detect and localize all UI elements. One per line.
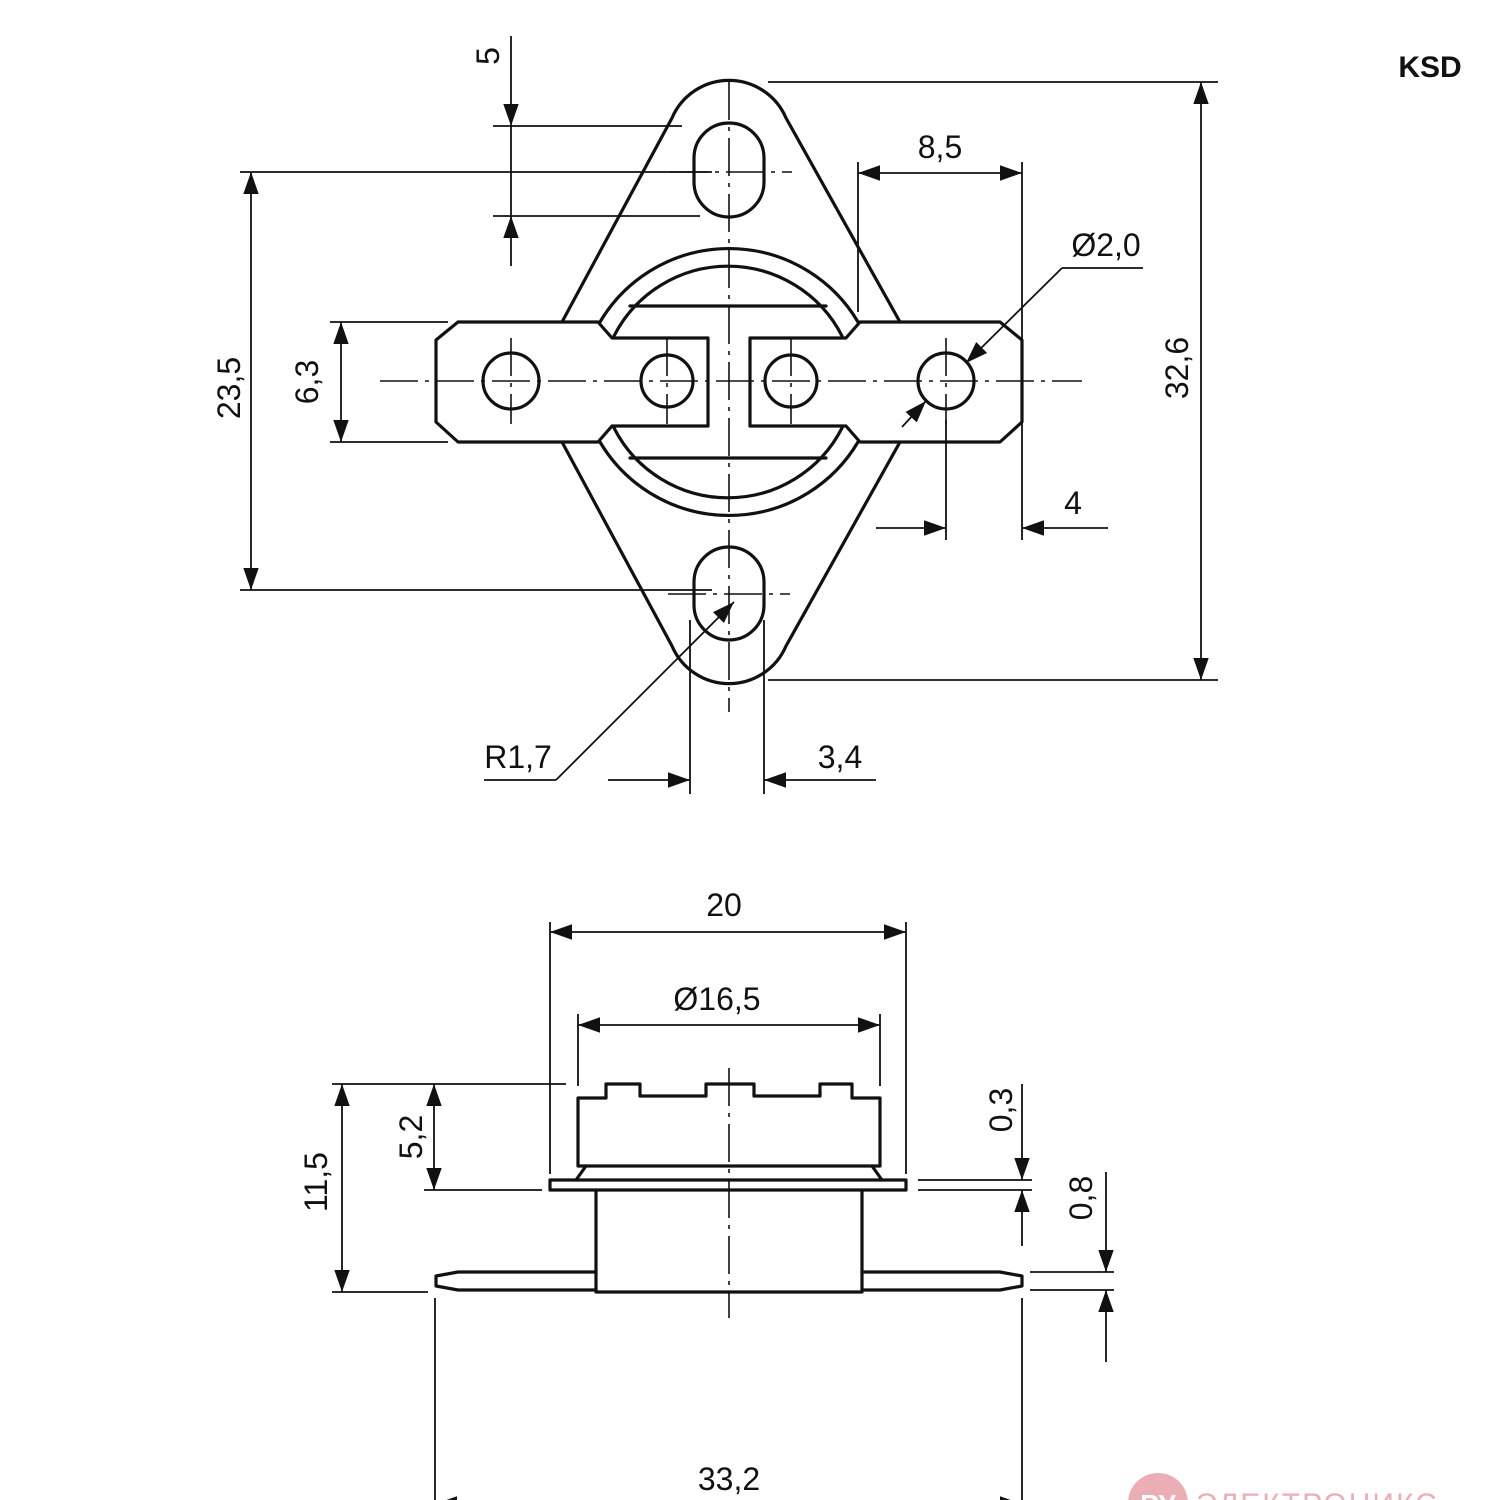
watermark-logo-circle (1128, 1473, 1188, 1500)
dim-3-4-label: 3,4 (818, 739, 862, 775)
thermostat-cap (576, 1082, 882, 1168)
mounting-flange-outline (560, 78, 902, 686)
dim-32-6-label: 32,6 (1159, 337, 1195, 399)
watermark: РУ ЭЛЕКТРОНИКС (1128, 1473, 1439, 1500)
dome-inner-arc-bottom (612, 426, 844, 500)
dim-diameter-2-0-label: Ø2,0 (1071, 227, 1140, 263)
dome-outer-arc-bottom (598, 440, 860, 517)
left-terminal (434, 320, 710, 444)
dim-6-3-label: 6,3 (289, 360, 325, 404)
dim-11-5-label: 11,5 (298, 1152, 334, 1212)
top-view (380, 78, 1082, 712)
dome-inner-arc-top (612, 264, 844, 338)
dim-20-label: 20 (706, 887, 742, 923)
flange-plate (548, 1178, 908, 1192)
side-view-dimensions: 20 Ø16,5 11,5 5,2 0,3 0,8 (298, 887, 1114, 1500)
dim-0-3-label: 0,3 (983, 1088, 1019, 1132)
dome-outer-arc-top (598, 247, 860, 324)
watermark-text: ЭЛЕКТРОНИКС (1196, 1488, 1439, 1500)
side-right-terminal (860, 1270, 1024, 1292)
dim-diameter-16-5-label: Ø16,5 (673, 981, 760, 1017)
dim-5-2-label: 5,2 (393, 1115, 429, 1159)
dim-8-5-label: 8,5 (918, 129, 962, 165)
side-view (434, 1068, 1024, 1318)
model-title: KSD (1398, 51, 1461, 84)
dim-4-label: 4 (1064, 485, 1082, 521)
dim-33-2-label: 33,2 (698, 1461, 760, 1497)
top-view-dimensions: 5 23,5 6,3 8,5 Ø2,0 32,6 4 (211, 36, 1218, 794)
dim-radius-1-7-label: R1,7 (484, 739, 552, 775)
dim-23-5-label: 23,5 (211, 357, 247, 419)
lower-mounting-slot (692, 545, 766, 642)
watermark-logo-text: РУ (1140, 1489, 1176, 1500)
side-left-terminal (434, 1270, 598, 1292)
dim-5-label: 5 (470, 47, 506, 65)
upper-mounting-slot (692, 121, 766, 219)
dim-0-8-label: 0,8 (1063, 1176, 1099, 1220)
